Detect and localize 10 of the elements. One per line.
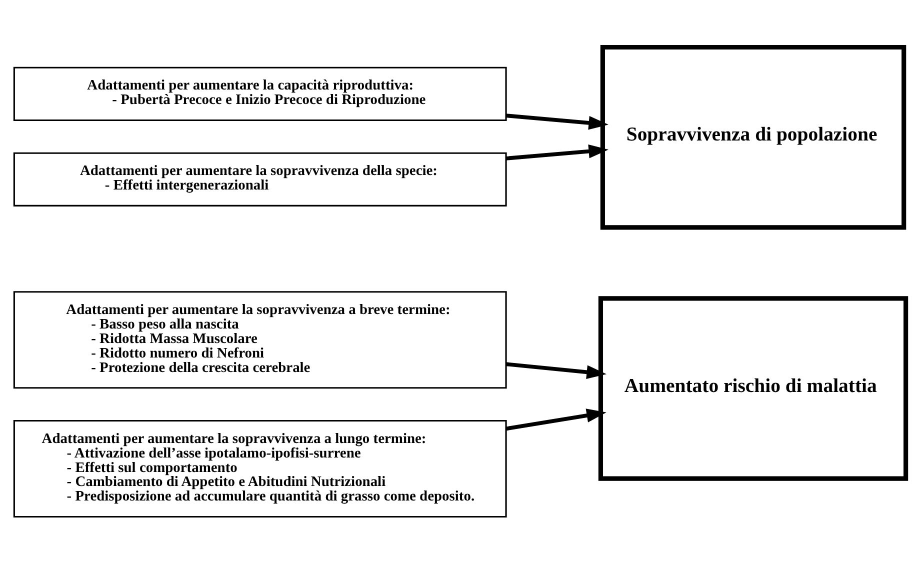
node-box: Adattamenti per aumentare la sopravvivenza della specie: - Effetti intergenerazionali	[13, 152, 507, 207]
node-box: Adattamenti per aumentare la sopravvivenza a breve termine: - Basso peso alla nascita - Ridotta Massa Muscolare - Ridotto numero di Nefroni - Protezione della crescita cerebrale	[13, 291, 507, 389]
node-box: Adattamenti per aumentare la sopravvivenza a lungo termine: - Attivazione dell’asse ipotalamo-ipofisi-surrene - Effetti sul comportamento - Cambiamento di Appetito e Abitudini Nutrizionali - Predisposizione ad accumulare quantità di grasso come deposito.	[13, 420, 507, 518]
node-box: Aumentato rischio di malattia	[598, 296, 908, 481]
arrow	[506, 362, 606, 380]
arrow	[506, 408, 606, 431]
node-box: Sopravvivenza di popolazione	[600, 44, 906, 230]
arrow	[506, 114, 608, 130]
node-box: Adattamenti per aumentare la capacità riproduttiva: - Pubertà Precoce e Inizio Precoce di Riproduzione	[13, 66, 507, 122]
arrow	[506, 144, 608, 160]
